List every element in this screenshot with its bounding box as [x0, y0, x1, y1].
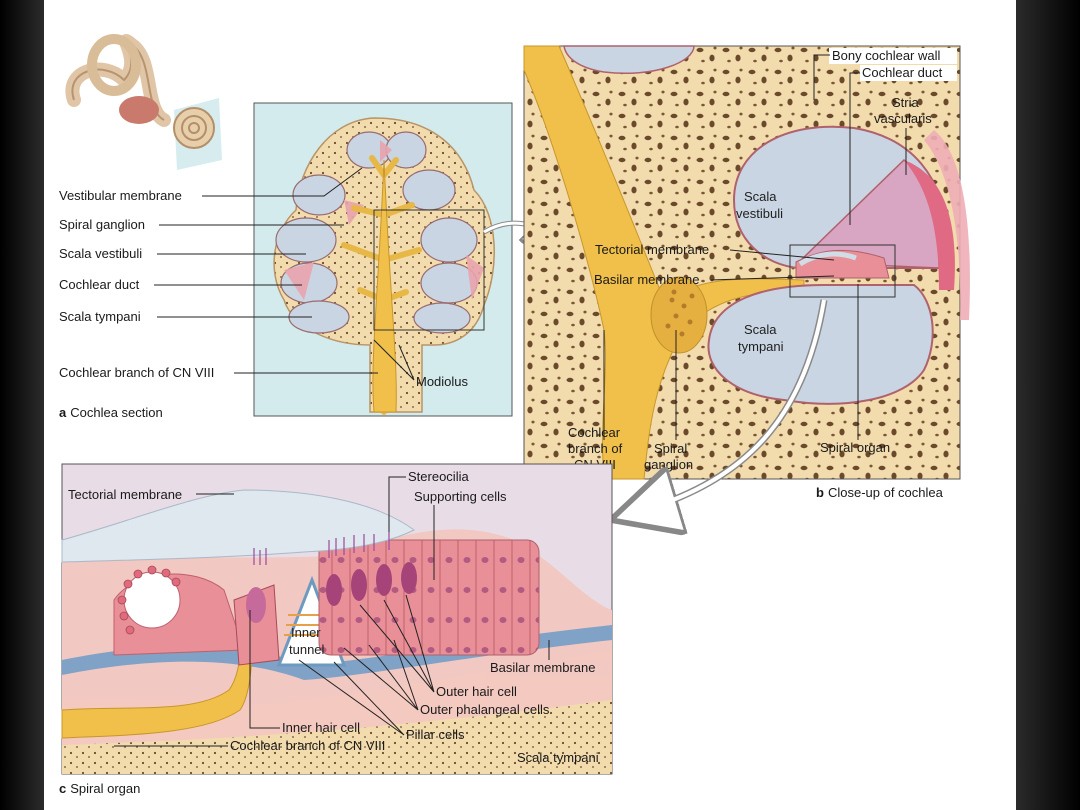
label-cochlear-branch: Cochlear branch of CN VIII: [59, 365, 214, 380]
label-outer-phalangeal-cells: Outer phalangeal cells: [420, 702, 550, 717]
inner-ear-thumbnail: [65, 33, 222, 170]
label-scala-tympani-b-1: Scala: [744, 322, 777, 337]
label-cochlear-branch-b-1: Cochlear: [568, 425, 621, 440]
label-inner-tunnel-2: tunnel: [289, 642, 325, 657]
figure-canvas: Vestibular membrane Spiral ganglion Scal…: [44, 0, 1016, 810]
label-basilar-membrane-b: Basilar membrane: [594, 272, 700, 287]
zoom-arrow-b-to-c-fill: [643, 299, 826, 512]
label-scala-tympani-c: Scala tympani: [517, 750, 599, 765]
panel-b-zoom-box: [789, 244, 896, 298]
label-stria-2: vascularis: [874, 111, 932, 126]
scala-tympani-b: [707, 284, 934, 405]
label-scala-vestibuli: Scala vestibuli: [59, 246, 142, 261]
label-scala-vestibuli-b-2: vestibuli: [736, 206, 783, 221]
panel-a-zoom-box: [373, 209, 485, 331]
label-supporting-cells: Supporting cells: [414, 489, 507, 504]
panel-a-labels: Vestibular membrane Spiral ganglion Scal…: [59, 167, 469, 420]
label-bony-cochlear-wall: Bony cochlear wall: [832, 48, 940, 63]
label-cochlear-branch-b-2: branch of: [568, 441, 623, 456]
panel-c: [61, 463, 613, 775]
tectorial-membrane-c: [61, 489, 415, 563]
label-stereocilia: Stereocilia: [408, 469, 469, 484]
label-basilar-membrane-c: Basilar membrane: [490, 660, 596, 675]
label-cochlear-branch-c: Cochlear branch of CN VIII: [230, 738, 385, 753]
label-pillar-cells: Pillar cells: [406, 727, 465, 742]
cochlea-figure: Vestibular membrane Spiral ganglion Scal…: [59, 33, 970, 796]
label-cochlear-duct: Cochlear duct: [59, 277, 140, 292]
label-modiolus: Modiolus: [416, 374, 469, 389]
label-scala-vestibuli-b-1: Scala: [744, 189, 777, 204]
label-scala-tympani-b-2: tympani: [738, 339, 784, 354]
label-scala-tympani: Scala tympani: [59, 309, 141, 324]
label-inner-tunnel-1: Inner: [291, 625, 321, 640]
label-stria-1: Stria: [892, 95, 920, 110]
left-border: [0, 0, 44, 810]
label-inner-hair-cell: Inner hair cell: [282, 720, 360, 735]
panel-a: [253, 102, 513, 417]
label-spiral-ganglion-b-1: Spiral: [654, 441, 687, 456]
label-outer-hair-cell: Outer hair cell: [436, 684, 517, 699]
label-vestibular-membrane: Vestibular membrane: [59, 188, 182, 203]
label-tectorial-membrane-b: Tectorial membrane: [595, 242, 709, 257]
panel-c-labels: Tectorial membrane Stereocilia Supportin…: [59, 469, 609, 796]
label-spiral-ganglion: Spiral ganglion: [59, 217, 145, 232]
panel-b: [523, 45, 970, 480]
label-spiral-organ-b: Spiral organ: [820, 440, 890, 455]
label-tectorial-membrane-c: Tectorial membrane: [68, 487, 182, 502]
right-border: [1016, 0, 1080, 810]
label-cochlear-duct-b: Cochlear duct: [862, 65, 943, 80]
label-spiral-ganglion-b-2: ganglion: [644, 457, 693, 472]
